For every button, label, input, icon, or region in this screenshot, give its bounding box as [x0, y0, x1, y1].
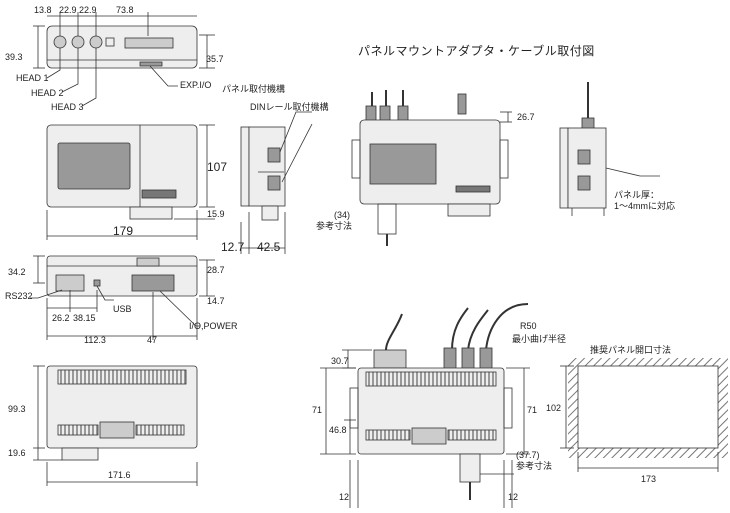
dim-pm-side-l: 71: [312, 405, 323, 415]
dim-top-13-8: 13.8: [34, 5, 52, 15]
label-thickness: パネル厚：: [614, 190, 660, 200]
label-pm-ref1: 参考寸法: [316, 221, 353, 231]
label-radius: R50: [520, 321, 537, 331]
head1-connector-icon: [53, 35, 67, 49]
panel-mount-rear: [320, 303, 530, 508]
panel-mount-side: [559, 82, 660, 216]
dim-bottom-x2: 38.15: [73, 313, 96, 323]
dim-rear-height: 99.3: [8, 404, 26, 414]
dim-pm-side-r: 71: [527, 405, 538, 415]
dim-pm-cable-h: 30.7: [331, 356, 349, 366]
label-io-power: I/O,POWER: [189, 321, 238, 331]
dim-side-depth: 42.5: [257, 240, 281, 254]
dim-front-height: 107: [207, 160, 228, 174]
dim-top-right: 35.7: [206, 54, 224, 64]
dim-cutout-width: 173: [641, 474, 657, 484]
exp-io-connector-icon: [124, 37, 174, 49]
head2-connector-icon: [71, 35, 85, 49]
dim-top-22-9b: 22.9: [79, 5, 97, 15]
figure-title: パネルマウントアダプタ・ケーブル取付図: [358, 44, 595, 58]
dim-bottom-h1: 34.2: [8, 267, 26, 277]
usb-connector-icon: [93, 279, 101, 287]
dim-bottom-h3: 14.7: [207, 296, 225, 306]
dim-top-height: 39.3: [5, 52, 23, 62]
label-exp-io: EXP.I/O: [180, 80, 212, 90]
head3-connector-icon: [89, 35, 103, 49]
dim-pm-low: 46.8: [329, 425, 347, 435]
dim-side-left: 12.7: [221, 240, 245, 254]
dim-bottom-w1: 112.3: [84, 335, 106, 345]
label-panel-mount-mech: パネル取付機構: [222, 84, 286, 94]
dim-cutout-height: 102: [546, 403, 562, 413]
top-view: [33, 12, 215, 107]
dim-front-width: 179: [113, 224, 134, 238]
bottom-view: [30, 255, 215, 340]
dim-rear-width: 171.6: [108, 470, 131, 480]
label-rs232: RS232: [5, 291, 33, 301]
rear-view: [33, 365, 198, 486]
dim-bottom-w2: 47: [147, 335, 158, 345]
dim-pm-right12: 12: [508, 492, 519, 502]
dim-pm-bottom: (34): [334, 210, 351, 220]
label-head2: HEAD 2: [31, 88, 64, 98]
label-head1: HEAD 1: [16, 73, 49, 83]
front-view: [46, 124, 215, 240]
label-radius-desc: 最小曲げ半径: [512, 334, 567, 344]
label-cutout: 推奨パネル開口寸法: [590, 345, 672, 355]
dim-top-22-9a: 22.9: [59, 5, 77, 15]
dim-pm-top: 26.7: [517, 112, 535, 122]
dim-pm-bottom2: (37.7): [516, 450, 540, 460]
label-din-mount-mech: DINレール取付機構: [250, 102, 329, 112]
panel-mount-front: [351, 90, 512, 246]
label-head3: HEAD 3: [51, 102, 84, 112]
dim-pm-left12: 12: [339, 492, 350, 502]
label-usb: USB: [113, 304, 132, 314]
io-power-connector-icon: [131, 274, 175, 292]
dim-bottom-x1: 26.2: [52, 313, 70, 323]
side-view: [240, 111, 313, 254]
label-pm-ref2: 参考寸法: [516, 461, 553, 471]
dim-bottom-h2: 28.7: [207, 265, 225, 275]
dim-front-foot: 15.9: [207, 209, 225, 219]
dim-rear-foot: 19.6: [8, 448, 26, 458]
rs232-connector-icon: [55, 274, 85, 292]
dim-top-73-8: 73.8: [116, 5, 134, 15]
panel-cutout: [560, 358, 728, 472]
label-thickness-range: 1～4mmに対応: [614, 201, 676, 211]
